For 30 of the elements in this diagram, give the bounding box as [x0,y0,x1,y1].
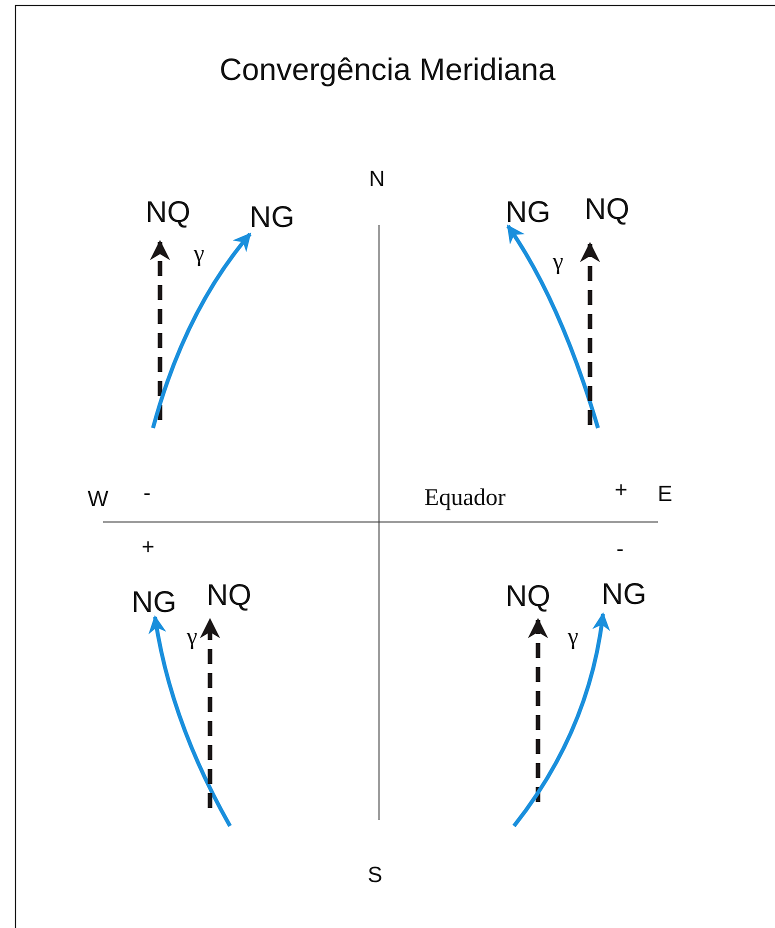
direction-label: NG [132,586,176,620]
west-label: W [88,488,108,510]
curved-arrow [148,615,232,827]
dashed-arrow [580,242,600,425]
direction-label: NG [602,578,646,612]
angle-symbol: γ [194,242,204,266]
direction-label: NQ [146,196,190,230]
curved-arrow [506,224,600,429]
curved-arrow [151,232,252,429]
sign-label: + [614,479,628,501]
direction-label: NQ [584,193,630,227]
dashed-arrow [200,618,220,808]
south-label: S [368,864,382,886]
angle-symbol: γ [552,250,564,274]
sign-label: + [142,536,154,558]
title: Convergência Meridiana [218,54,557,85]
sign-label: - [143,482,151,504]
angle-symbol: γ [186,625,198,649]
direction-label: NQ [206,579,252,613]
equator-label: Equador [424,486,506,510]
north-label: N [369,168,385,190]
direction-label: NG [250,201,294,235]
east-label: E [658,483,672,505]
direction-label: NQ [506,580,550,614]
dashed-arrow [150,240,170,420]
dashed-arrow [528,618,548,802]
curved-arrow [512,612,610,828]
sign-label: - [616,538,624,560]
direction-label: NG [506,196,550,230]
angle-symbol: γ [568,625,578,649]
